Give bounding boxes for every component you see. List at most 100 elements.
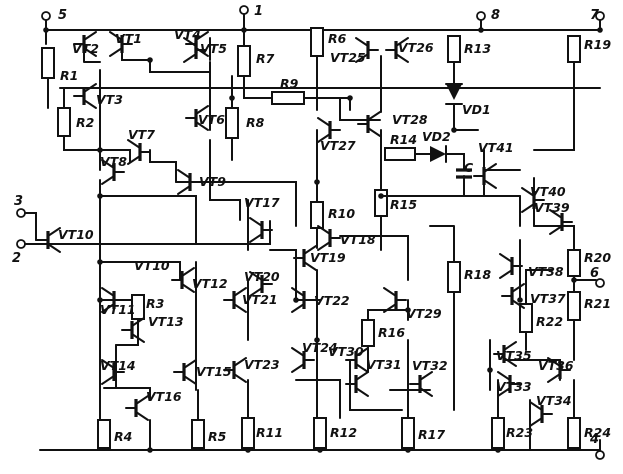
- terminal-4: [595, 450, 605, 460]
- label-VT12: VT12: [192, 276, 228, 291]
- label-VT35: VT35: [496, 348, 532, 363]
- diode-VD1: [445, 83, 463, 105]
- label-VT32: VT32: [412, 358, 448, 373]
- label-VT7: VT7: [128, 127, 155, 142]
- resistor-R9: [271, 91, 305, 105]
- label-R14: R14: [390, 132, 417, 147]
- label-R7: R7: [256, 51, 275, 66]
- label-VT36: VT36: [538, 358, 574, 373]
- transistor-VT29: [383, 287, 407, 313]
- label-VT18: VT18: [340, 232, 376, 247]
- terminal-2: [16, 239, 26, 249]
- label-VT19: VT19: [310, 250, 346, 265]
- label-R24: R24: [584, 425, 611, 440]
- junction-dots: [43, 27, 603, 453]
- label-VT25: VT25: [330, 50, 366, 65]
- transistor-VT32: [409, 371, 433, 397]
- pin-label: 8: [491, 8, 500, 23]
- label-R2: R2: [76, 115, 94, 130]
- terminal-3: [16, 208, 26, 218]
- terminals: [16, 5, 605, 460]
- transistor-leads: [101, 159, 125, 185]
- label-VT20: VT20: [244, 269, 280, 284]
- transistor-VT37: [501, 283, 525, 309]
- label-R10: R10: [328, 206, 355, 221]
- label-R23: R23: [506, 425, 533, 440]
- transistor-labels: VT1 VT2 VT3 VT4 VT5 VT6 VT7 VT8 VT9 VT10…: [58, 27, 574, 408]
- label-VT33: VT33: [496, 379, 532, 394]
- transistor-leads: [185, 105, 209, 131]
- label-VT10b: VT10: [134, 258, 170, 273]
- resistor-R20: [567, 249, 581, 277]
- label-VT39: VT39: [534, 200, 570, 215]
- transistor-leads: [549, 209, 573, 235]
- transistor-VT17: [249, 217, 273, 243]
- resistor-R23: [491, 417, 505, 449]
- pin-label: 6: [590, 266, 599, 281]
- label-VT24: VT24: [302, 340, 338, 355]
- resistor-R7: [237, 45, 251, 77]
- label-R11: R11: [256, 425, 283, 440]
- label-VT1: VT1: [115, 31, 142, 46]
- label-R13: R13: [464, 41, 491, 56]
- resistor-R2: [57, 107, 71, 137]
- label-R6: R6: [328, 31, 347, 46]
- transistor-leads: [357, 111, 381, 137]
- transistor-leads: [223, 287, 247, 313]
- resistor-R24: [567, 417, 581, 449]
- transistor-leads: [37, 227, 61, 253]
- resistor-labels: R1 R2 R3 R4 R5 R6 R7 R8 R9 R10 R11 R12 R…: [60, 31, 611, 444]
- transistor-leads: [73, 83, 97, 109]
- transistor-leads: [521, 187, 545, 213]
- label-R12: R12: [330, 425, 357, 440]
- resistor-R6: [310, 27, 324, 57]
- resistor-R17: [401, 417, 415, 449]
- transistor-VT14: [101, 359, 125, 385]
- transistor-VT8: [101, 159, 125, 185]
- label-VT17: VT17: [244, 195, 280, 210]
- resistor-R14: [384, 147, 416, 161]
- label-VT38: VT38: [528, 264, 564, 279]
- label-VD2: VD2: [422, 129, 451, 144]
- label-VT31: VT31: [366, 357, 402, 372]
- label-VT23: VT23: [244, 357, 280, 372]
- label-R16: R16: [378, 325, 405, 340]
- pin-label: 7: [590, 8, 600, 23]
- label-VT22: VT22: [314, 293, 350, 308]
- resistor-R1: [41, 47, 55, 79]
- label-R1: R1: [60, 68, 78, 83]
- resistor-R10: [310, 201, 324, 229]
- terminal-7: [595, 11, 605, 21]
- label-VT16: VT16: [146, 389, 182, 404]
- transistor-leads: [125, 395, 149, 421]
- label-VT11: VT11: [100, 302, 136, 317]
- misc-labels: VD1 VD2 C: [422, 102, 491, 175]
- label-R3: R3: [146, 296, 164, 311]
- terminal-8: [476, 11, 486, 21]
- transistor-leads: [385, 37, 409, 63]
- label-VT28: VT28: [392, 112, 428, 127]
- terminal-labels: 5 1 8 7 3 2 6 4: [12, 4, 600, 447]
- resistor-R5: [191, 419, 205, 449]
- interconnect-wiring: [47, 29, 597, 451]
- label-R19: R19: [584, 37, 611, 52]
- resistor-R4: [97, 419, 111, 449]
- transistor-leads: [317, 117, 341, 143]
- label-VD1: VD1: [462, 102, 491, 117]
- resistor-R12: [313, 417, 327, 449]
- transistor-leads: [529, 401, 553, 427]
- label-VT41: VT41: [478, 140, 514, 155]
- resistor-R22: [519, 303, 533, 333]
- transistor-VT38: [499, 253, 523, 279]
- resistor-R13: [447, 35, 461, 63]
- transistor-leads: [109, 31, 133, 57]
- label-VT5: VT5: [200, 41, 227, 56]
- transistor-leads: [501, 283, 525, 309]
- transistor-VT26: [385, 37, 409, 63]
- resistor-R11: [241, 417, 255, 449]
- transistor-VT5: [183, 37, 207, 63]
- pin-label: 5: [58, 8, 67, 23]
- transistor-VT25: [355, 37, 379, 63]
- transistor-leads: [249, 217, 273, 243]
- label-VT2: VT2: [72, 41, 99, 56]
